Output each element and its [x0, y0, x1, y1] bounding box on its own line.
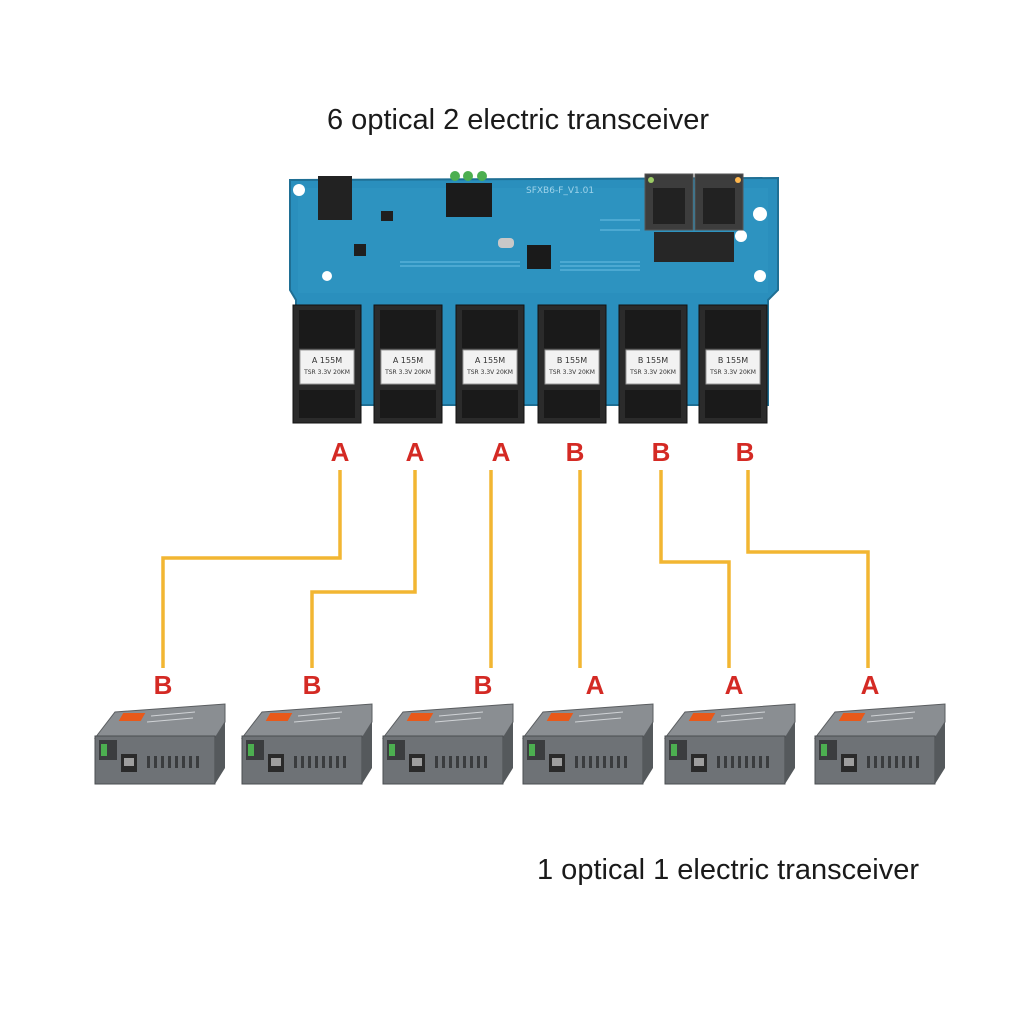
media-converter-icon	[663, 703, 796, 785]
module-label-line2: TSR 3.3V 20KM	[303, 369, 350, 376]
mount-hole-icon	[735, 230, 747, 242]
port-label: B	[566, 437, 585, 467]
pcb-traces	[400, 219, 640, 271]
crystal-icon	[498, 238, 514, 248]
mount-hole-icon	[753, 207, 767, 221]
fiber-module: A 155M TSR 3.3V 20KM	[455, 304, 525, 424]
module-sticker	[544, 349, 600, 385]
fiber-cable	[310, 470, 417, 668]
fiber-module: B 155M TSR 3.3V 20KM	[537, 304, 607, 424]
media-converter-icon	[813, 703, 946, 785]
device-label: A	[725, 670, 744, 700]
module-label-line1: A 155M	[393, 356, 423, 365]
port-label: B	[736, 437, 755, 467]
module-label-line1: A 155M	[475, 356, 505, 365]
port-label: A	[331, 437, 350, 467]
module-label-line2: TSR 3.3V 20KM	[548, 369, 595, 376]
device-label: B	[303, 670, 322, 700]
module-label-line2: TSR 3.3V 20KM	[629, 369, 676, 376]
module-label-line2: TSR 3.3V 20KM	[709, 369, 756, 376]
component-icon	[381, 211, 393, 221]
bottom-title: 1 optical 1 electric transceiver	[537, 854, 919, 886]
fiber-cables	[161, 470, 870, 668]
device-label: B	[474, 670, 493, 700]
fiber-module: A 155M TSR 3.3V 20KM	[373, 304, 443, 424]
fiber-cable	[161, 470, 342, 668]
module-sticker	[462, 349, 518, 385]
power-jack-icon	[318, 176, 352, 220]
module-sticker	[705, 349, 761, 385]
mount-hole-icon	[754, 270, 766, 282]
led-cluster-icon	[446, 171, 492, 217]
mount-hole-icon	[322, 271, 332, 281]
fiber-cable	[659, 470, 731, 668]
device-label: A	[861, 670, 880, 700]
board-silkscreen: SFXB6-F_V1.01	[526, 186, 594, 196]
fiber-module: B 155M TSR 3.3V 20KM	[618, 304, 688, 424]
port-label: A	[492, 437, 511, 467]
module-label-line1: B 155M	[557, 356, 587, 365]
module-label-line1: A 155M	[312, 356, 342, 365]
module-label-line2: TSR 3.3V 20KM	[466, 369, 513, 376]
module-sticker	[625, 349, 681, 385]
module-label-line1: B 155M	[638, 356, 668, 365]
top-title: 6 optical 2 electric transceiver	[327, 104, 709, 136]
module-label-line2: TSR 3.3V 20KM	[384, 369, 431, 376]
port-label: A	[406, 437, 425, 467]
media-converter-icon	[381, 703, 514, 785]
rj45-ports	[644, 173, 744, 262]
fiber-cable	[746, 470, 870, 668]
module-sticker	[380, 349, 436, 385]
device-label: B	[154, 670, 173, 700]
component-icon	[354, 244, 366, 256]
module-label-line1: B 155M	[718, 356, 748, 365]
device-label: A	[586, 670, 605, 700]
media-converter-icon	[93, 703, 226, 785]
module-sticker	[299, 349, 355, 385]
fiber-module: A 155M TSR 3.3V 20KM	[292, 304, 362, 424]
media-converter-icon	[240, 703, 373, 785]
fiber-module: B 155M TSR 3.3V 20KM	[698, 304, 768, 424]
mount-hole-icon	[293, 184, 305, 196]
port-label: B	[652, 437, 671, 467]
media-converters	[93, 703, 946, 785]
switch-board: SFXB6-F_V1.01 A 155M TSR 3.3V 20KM A 155M T…	[289, 171, 779, 424]
media-converter-icon	[521, 703, 654, 785]
chip-icon	[527, 245, 551, 269]
